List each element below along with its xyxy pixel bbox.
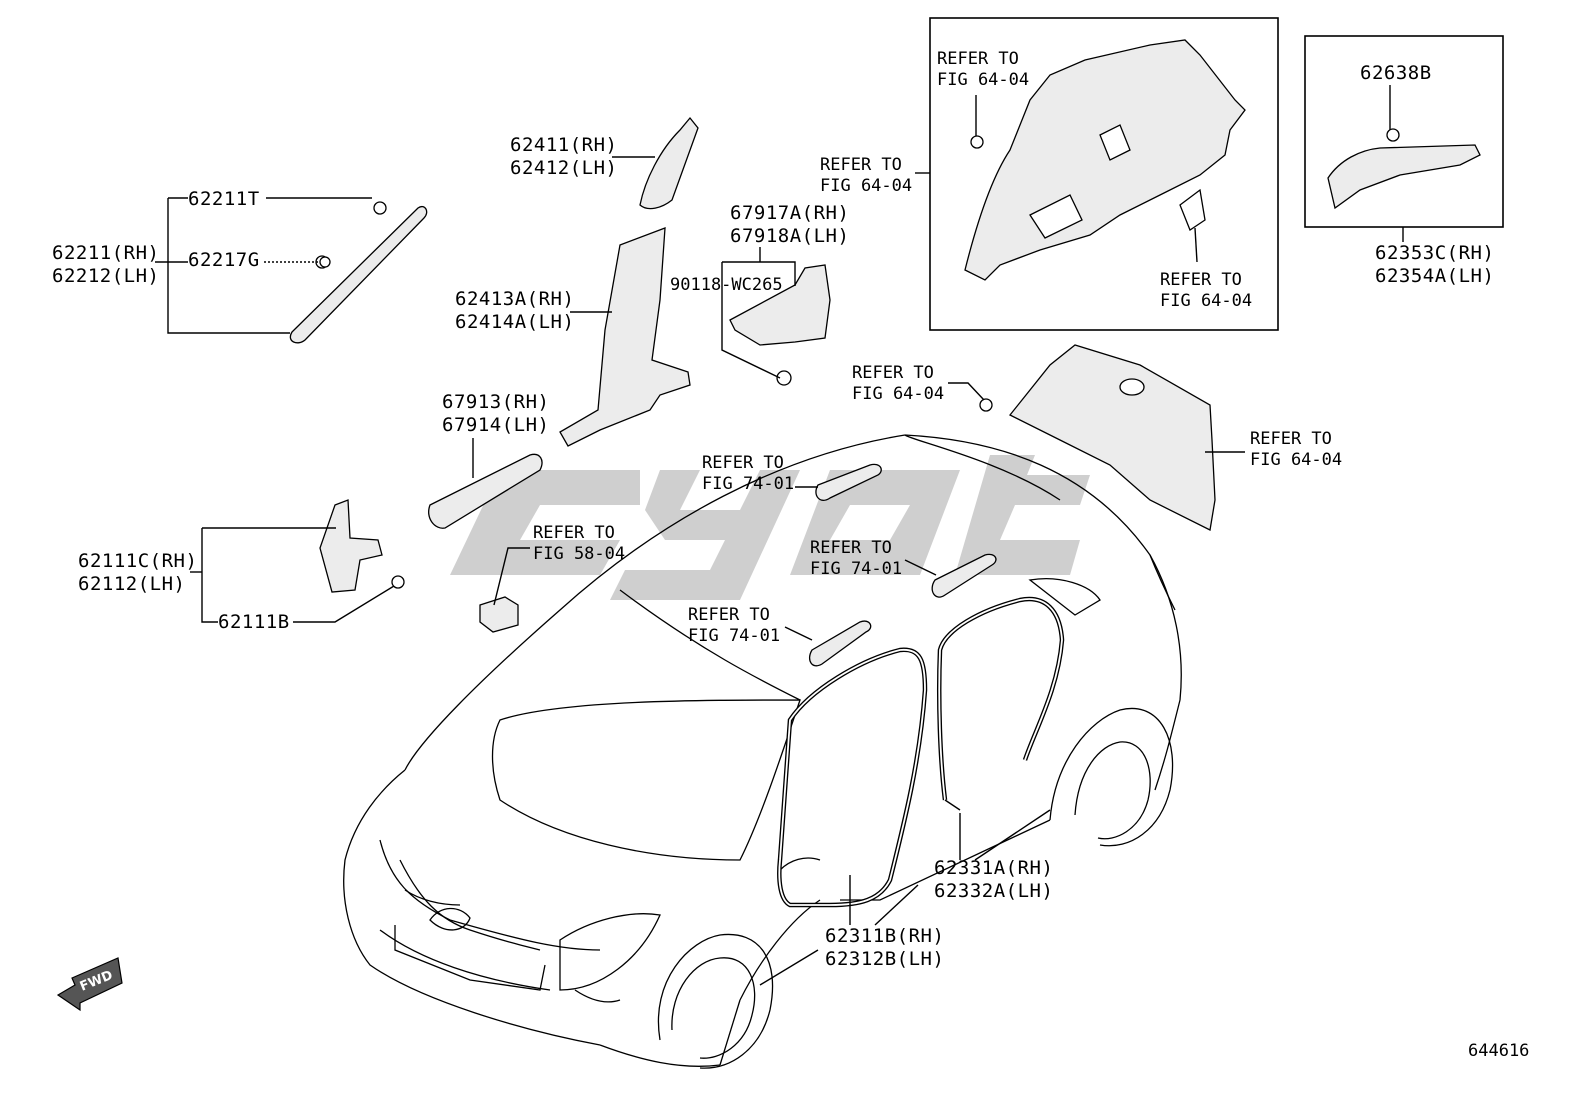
ref-fig74-grip1-2: FIG 74-01	[702, 474, 794, 494]
label-62638b: 62638B	[1360, 62, 1432, 84]
ref-fig64-backdoor-2: FIG 64-04	[1250, 450, 1342, 470]
label-62211t: 62211T	[188, 188, 260, 210]
label-62332a-lh: 62332A(LH)	[934, 880, 1053, 902]
ref-fig64-quarter-top-1: REFER TO	[937, 49, 1019, 69]
ref-fig64-quarter-left-2: FIG 64-04	[820, 176, 912, 196]
label-62112-lh: 62112(LH)	[78, 573, 185, 595]
assist-grip-2	[931, 553, 997, 598]
reference-labels: REFER TO FIG 64-04 REFER TO FIG 64-04 RE…	[533, 49, 1342, 646]
label-62412-lh: 62412(LH)	[510, 157, 617, 179]
fasteners	[319, 128, 1400, 412]
label-67918a-lh: 67918A(LH)	[730, 225, 849, 247]
label-67917a-rh: 67917A(RH)	[730, 202, 849, 224]
quarter-trim-panel	[964, 39, 1246, 281]
ref-fig64-quarter-top-2: FIG 64-04	[937, 70, 1029, 90]
label-62217g: 62217G	[188, 249, 260, 271]
label-62411-rh: 62411(RH)	[510, 134, 617, 156]
label-62414a-lh: 62414A(LH)	[455, 311, 574, 333]
ref-fig64-clip-2: FIG 64-04	[852, 384, 944, 404]
ref-fig74-grip2-2: FIG 74-01	[810, 559, 902, 579]
junction-box	[479, 596, 519, 633]
back-door-trim	[1008, 344, 1216, 531]
ref-fig74-grip3-1: REFER TO	[688, 605, 770, 625]
label-67913-rh: 67913(RH)	[442, 391, 549, 413]
fwd-arrow: FWD	[56, 957, 123, 1012]
label-62413a-rh: 62413A(RH)	[455, 288, 574, 310]
watermark	[450, 455, 1090, 600]
ref-fig64-backdoor-1: REFER TO	[1250, 429, 1332, 449]
label-62211-rh: 62211(RH)	[52, 242, 159, 264]
rear-door-weatherstrip	[936, 596, 1065, 811]
quarter-trim-box	[929, 17, 1279, 331]
leader-lines	[155, 85, 1404, 986]
front-door-weatherstrip	[777, 647, 928, 908]
assist-grip-3	[808, 620, 872, 667]
center-pillar-garnish	[559, 227, 691, 447]
label-67914-lh: 67914(LH)	[442, 414, 549, 436]
ref-fig58-1: REFER TO	[533, 523, 615, 543]
ref-fig64-quarter-bottom-1: REFER TO	[1160, 270, 1242, 290]
label-62111b: 62111B	[218, 611, 290, 633]
ref-fig58-2: FIG 58-04	[533, 544, 625, 564]
label-62354a-lh: 62354A(LH)	[1375, 265, 1494, 287]
diagram-number: 644616	[1468, 1041, 1529, 1061]
vehicle-body	[343, 434, 1182, 1069]
ref-fig74-grip3-2: FIG 74-01	[688, 626, 780, 646]
front-door-scuff-plate	[428, 453, 543, 529]
ref-fig64-quarter-left-1: REFER TO	[820, 155, 902, 175]
rear-door-scuff-plate	[729, 264, 831, 386]
part-labels: 62211(RH) 62212(LH) 62211T 62217G 62411(…	[52, 62, 1494, 970]
label-62311b-rh: 62311B(RH)	[825, 925, 944, 947]
label-62312b-lh: 62312B(LH)	[825, 948, 944, 970]
label-62353c-rh: 62353C(RH)	[1375, 242, 1494, 264]
cowl-side-trim	[319, 499, 405, 593]
ref-fig74-grip1-1: REFER TO	[702, 453, 784, 473]
ref-fig74-grip2-1: REFER TO	[810, 538, 892, 558]
quarter-inner-trim	[1327, 144, 1481, 210]
label-62212-lh: 62212(LH)	[52, 265, 159, 287]
clip-box	[1304, 35, 1504, 228]
label-62111c-rh: 62111C(RH)	[78, 550, 197, 572]
assist-grip-1	[815, 463, 882, 501]
label-90118-wc265: 90118-WC265	[670, 275, 783, 295]
front-pillar-garnish	[289, 201, 428, 344]
label-62331a-rh: 62331A(RH)	[934, 857, 1053, 879]
ref-fig64-clip-1: REFER TO	[852, 363, 934, 383]
ref-fig64-quarter-bottom-2: FIG 64-04	[1160, 291, 1252, 311]
upper-pillar-garnish	[639, 116, 699, 210]
